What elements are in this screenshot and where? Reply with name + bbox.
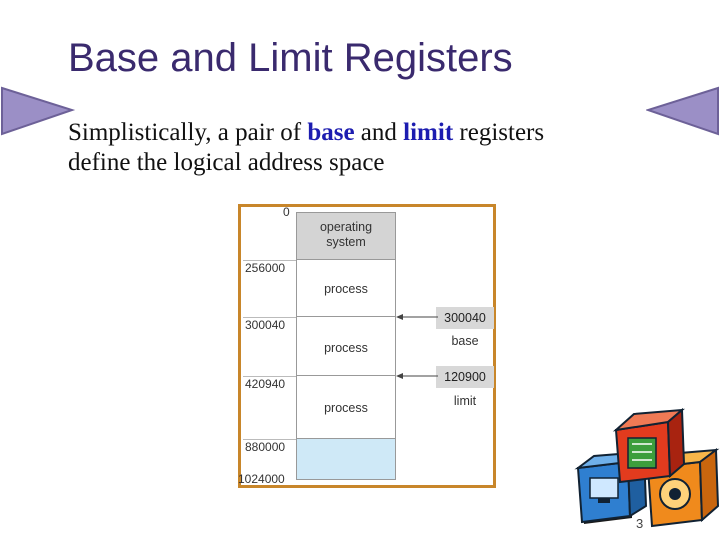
base-highlight: base [307,119,355,146]
blocks-clipart-icon [574,408,720,528]
page-number: 3 [636,516,644,531]
address-line-4 [243,439,296,440]
nav-left-arrow-icon[interactable] [0,84,76,138]
process-segment-label-2: process [324,341,368,355]
address-label-0: 0 [283,205,290,219]
body-line-1: Simplistically, a pair of base and limit… [68,118,544,148]
process-segment-1-fill [296,260,396,317]
body-line-2: define the logical address space [68,149,385,176]
address-line-2 [243,317,296,318]
address-label-2: 300040 [245,318,286,332]
address-label-4: 880000 [245,440,286,454]
nav-right-arrow-icon[interactable] [646,84,720,138]
limit-register-label: limit [453,394,477,408]
slide-title: Base and Limit Registers [68,36,513,80]
address-label-3: 420940 [245,377,286,391]
base-arrow-icon [396,314,438,320]
process-segment-label-1: process [324,282,368,296]
limit-register-value: 120900 [436,366,494,388]
address-line-3 [243,376,296,377]
body-text-part-3: registers [453,119,545,146]
address-label-1: 256000 [245,261,286,275]
free-segment-fill [296,439,396,480]
os-segment-fill [296,212,396,260]
slide-body-text: Simplistically, a pair of base and limit… [68,118,544,178]
body-text-part-1: Simplistically, a pair of [68,119,308,146]
process-segment-3-fill [296,376,396,439]
body-text-part-2: and [354,119,404,146]
os-segment-label: operating system [319,220,373,249]
process-segment-2-fill [296,317,396,376]
address-label-5: 1024000 [238,472,285,486]
base-register-value: 300040 [436,307,494,329]
limit-highlight: limit [403,119,454,146]
base-register-label: base [451,334,479,348]
address-line-1 [243,260,296,261]
process-segment-label-3: process [324,401,368,415]
limit-arrow-icon [396,373,438,379]
